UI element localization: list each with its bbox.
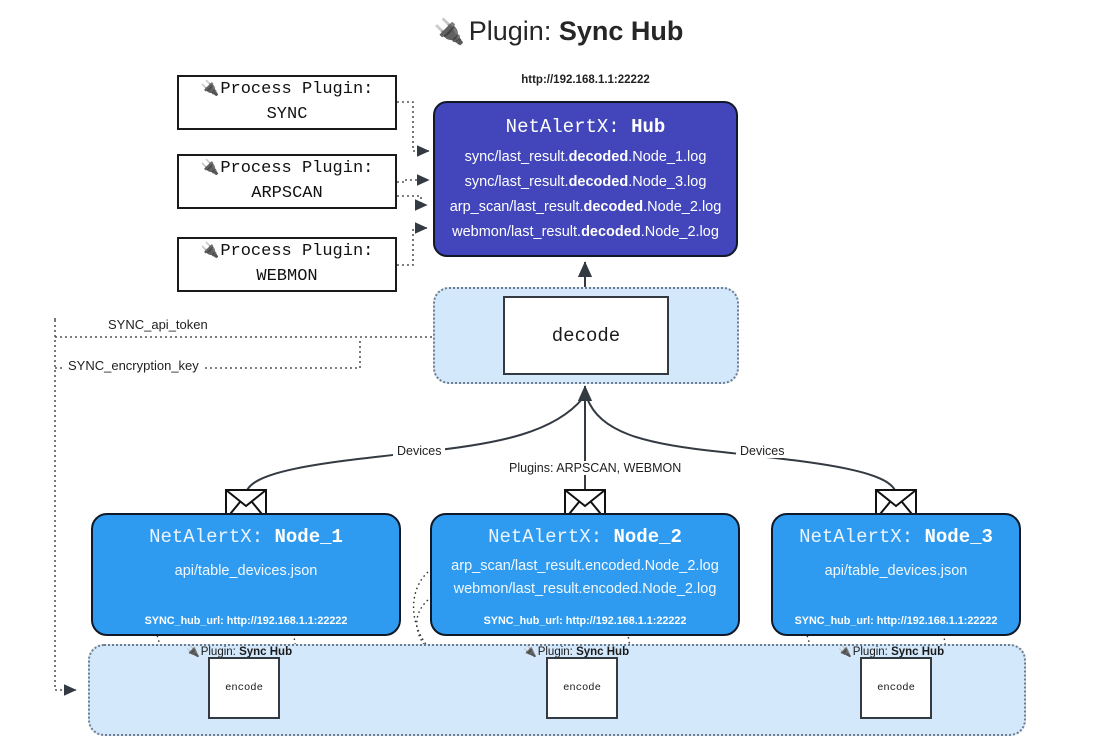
node-title: NetAlertX: Node_3 (799, 526, 993, 548)
process-plugin-sync[interactable]: 🔌Process Plugin: SYNC (177, 75, 397, 130)
process-plugin-prefix: Process Plugin: (220, 79, 374, 99)
plug-icon: 🔌 (433, 18, 465, 46)
hub-title: NetAlertX: Hub (506, 116, 666, 138)
plug-icon: 🔌 (200, 240, 220, 259)
page-title: 🔌Plugin: Sync Hub (0, 16, 1117, 47)
node-footer: SYNC_hub_url: http://192.168.1.1:22222 (144, 615, 348, 627)
node-title: NetAlertX: Node_1 (149, 526, 343, 548)
page-title-name: Sync Hub (558, 16, 684, 46)
encoder-plugin-label-1: 🔌Plugin: Sync Hub (186, 646, 293, 658)
node-3[interactable]: NetAlertX: Node_3 api/table_devices.json… (771, 513, 1021, 636)
plug-icon: 🔌 (186, 646, 200, 658)
hub-title-name: Hub (631, 116, 666, 138)
process-plugin-name: ARPSCAN (251, 183, 323, 203)
encode-box-1[interactable]: encode (208, 657, 280, 719)
token-label-api: SYNC_api_token (104, 317, 212, 332)
page-title-prefix: Plugin: (468, 16, 559, 46)
encoder-plugin-label-2: 🔌Plugin: Sync Hub (523, 646, 630, 658)
process-plugin-arpscan[interactable]: 🔌Process Plugin: ARPSCAN (177, 154, 397, 209)
hub-log-4: webmon/last_result.decoded.Node_2.log (452, 223, 719, 240)
edge-label-devices-left: Devices (393, 444, 446, 458)
process-plugin-name: SYNC (266, 104, 308, 124)
encode-box-3[interactable]: encode (860, 657, 932, 719)
edge-label-plugins-center: Plugins: ARPSCAN, WEBMON (505, 461, 686, 475)
node-title: NetAlertX: Node_2 (488, 526, 682, 548)
plug-icon: 🔌 (200, 78, 220, 97)
hub-log-2: sync/last_result.decoded.Node_3.log (464, 173, 707, 190)
hub-node[interactable]: NetAlertX: Hub sync/last_result.decoded.… (433, 101, 738, 257)
encode-box-2[interactable]: encode (546, 657, 618, 719)
node-line: api/table_devices.json (824, 563, 968, 579)
plug-icon: 🔌 (838, 646, 852, 658)
hub-title-prefix: NetAlertX: (505, 116, 632, 138)
node-line: arp_scan/last_result.encoded.Node_2.log (451, 558, 719, 574)
hub-log-3: arp_scan/last_result.decoded.Node_2.log (449, 198, 722, 215)
hub-log-1: sync/last_result.decoded.Node_1.log (464, 149, 707, 165)
node-footer: SYNC_hub_url: http://192.168.1.1:22222 (794, 615, 998, 627)
decode-box[interactable]: decode (503, 296, 669, 375)
edge-label-devices-right: Devices (736, 444, 789, 458)
token-label-encryption: SYNC_encryption_key (64, 358, 203, 373)
plug-icon: 🔌 (523, 646, 537, 658)
hub-url-label: http://192.168.1.1:22222 (521, 74, 650, 86)
process-plugin-prefix: Process Plugin: (220, 241, 374, 261)
process-plugin-prefix: Process Plugin: (220, 158, 374, 178)
node-1[interactable]: NetAlertX: Node_1 api/table_devices.json… (91, 513, 401, 636)
node-footer: SYNC_hub_url: http://192.168.1.1:22222 (483, 615, 687, 627)
process-plugin-name: WEBMON (256, 266, 318, 286)
process-plugin-webmon[interactable]: 🔌Process Plugin: WEBMON (177, 237, 397, 292)
node-line: webmon/last_result.encoded.Node_2.log (453, 581, 717, 598)
encoder-plugin-label-3: 🔌Plugin: Sync Hub (838, 646, 945, 658)
node-line: api/table_devices.json (174, 563, 318, 579)
node-2[interactable]: NetAlertX: Node_2 arp_scan/last_result.e… (430, 513, 740, 636)
plug-icon: 🔌 (200, 157, 220, 176)
